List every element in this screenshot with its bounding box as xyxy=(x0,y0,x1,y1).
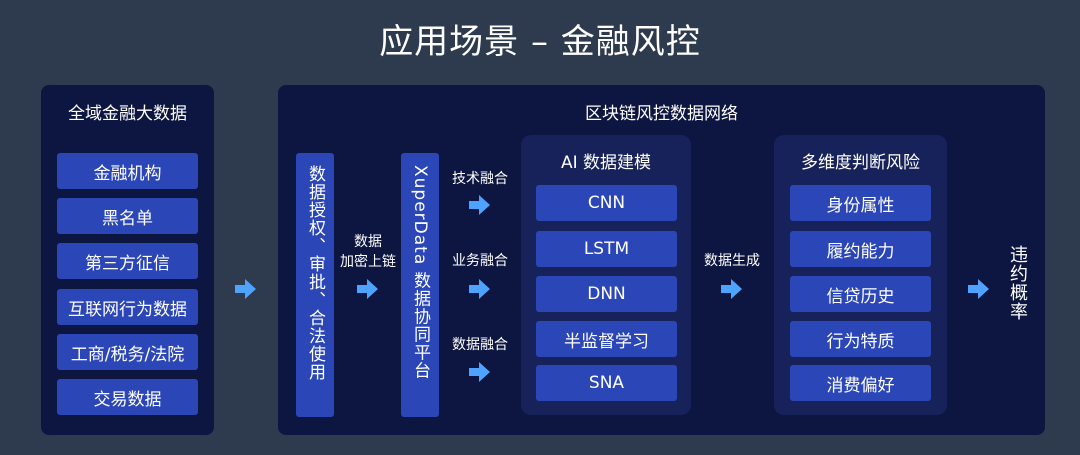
page-title: 应用场景 – 金融风控 xyxy=(379,22,701,62)
risk-factor-item: 行为特质 xyxy=(790,321,931,357)
business-fusion-label: 业务融合 xyxy=(452,253,508,269)
model-item: SNA xyxy=(536,365,677,401)
data-fusion-label: 数据融合 xyxy=(452,337,508,353)
right-arrow-icon xyxy=(469,361,491,383)
xuperdata-platform-bar: XuperData 数据协同平台 xyxy=(401,153,439,417)
financial-big-data-panel: 全域金融大数据 金融机构 黑名单 第三方征信 互联网行为数据 工商/税务/法院 … xyxy=(41,85,214,435)
blockchain-risk-network-heading: 区块链风控数据网络 xyxy=(585,104,738,124)
data-source-item: 第三方征信 xyxy=(57,243,198,279)
risk-factor-item: 履约能力 xyxy=(790,231,931,267)
risk-assessment-panel: 多维度判断风险 身份属性 履约能力 信贷历史 行为特质 消费偏好 xyxy=(774,135,947,415)
ai-modeling-panel: AI 数据建模 CNN LSTM DNN 半监督学习 SNA xyxy=(521,135,691,415)
tech-fusion-label: 技术融合 xyxy=(452,171,508,187)
data-generation-label: 数据生成 xyxy=(704,253,760,269)
risk-assessment-heading: 多维度判断风险 xyxy=(801,153,920,173)
upchain-label-line2: 加密上链 xyxy=(340,254,396,270)
data-source-item: 互联网行为数据 xyxy=(57,289,198,325)
right-arrow-icon xyxy=(357,278,379,300)
data-source-item: 金融机构 xyxy=(57,153,198,189)
right-arrow-icon xyxy=(968,278,990,300)
risk-factor-item: 消费偏好 xyxy=(790,365,931,401)
right-arrow-icon xyxy=(235,278,257,300)
data-source-item: 交易数据 xyxy=(57,379,198,415)
financial-big-data-heading: 全域金融大数据 xyxy=(68,104,187,124)
upchain-label-line1: 数据 xyxy=(354,234,382,250)
encrypt-upchain-label: 数据 加密上链 xyxy=(334,232,402,272)
risk-factor-item: 身份属性 xyxy=(790,185,931,221)
ai-modeling-heading: AI 数据建模 xyxy=(560,153,652,173)
data-source-item: 工商/税务/法院 xyxy=(57,334,198,370)
data-source-item: 黑名单 xyxy=(57,198,198,234)
data-authorization-bar: 数据授权、审批、合法使用 xyxy=(296,153,334,417)
model-item: CNN xyxy=(536,185,677,221)
right-arrow-icon xyxy=(469,194,491,216)
data-authorization-text: 数据授权、审批、合法使用 xyxy=(305,165,325,381)
default-probability-output: 违约概率 xyxy=(1002,245,1032,345)
default-probability-text: 违约概率 xyxy=(1007,245,1028,321)
right-arrow-icon xyxy=(469,278,491,300)
blockchain-risk-network-panel: 区块链风控数据网络 数据授权、审批、合法使用 数据 加密上链 XuperData… xyxy=(278,85,1045,435)
right-arrow-icon xyxy=(721,278,743,300)
model-item: DNN xyxy=(536,276,677,312)
xuperdata-platform-text: XuperData 数据协同平台 xyxy=(410,165,430,380)
model-item: LSTM xyxy=(536,231,677,267)
risk-factor-item: 信贷历史 xyxy=(790,276,931,312)
model-item: 半监督学习 xyxy=(536,321,677,357)
